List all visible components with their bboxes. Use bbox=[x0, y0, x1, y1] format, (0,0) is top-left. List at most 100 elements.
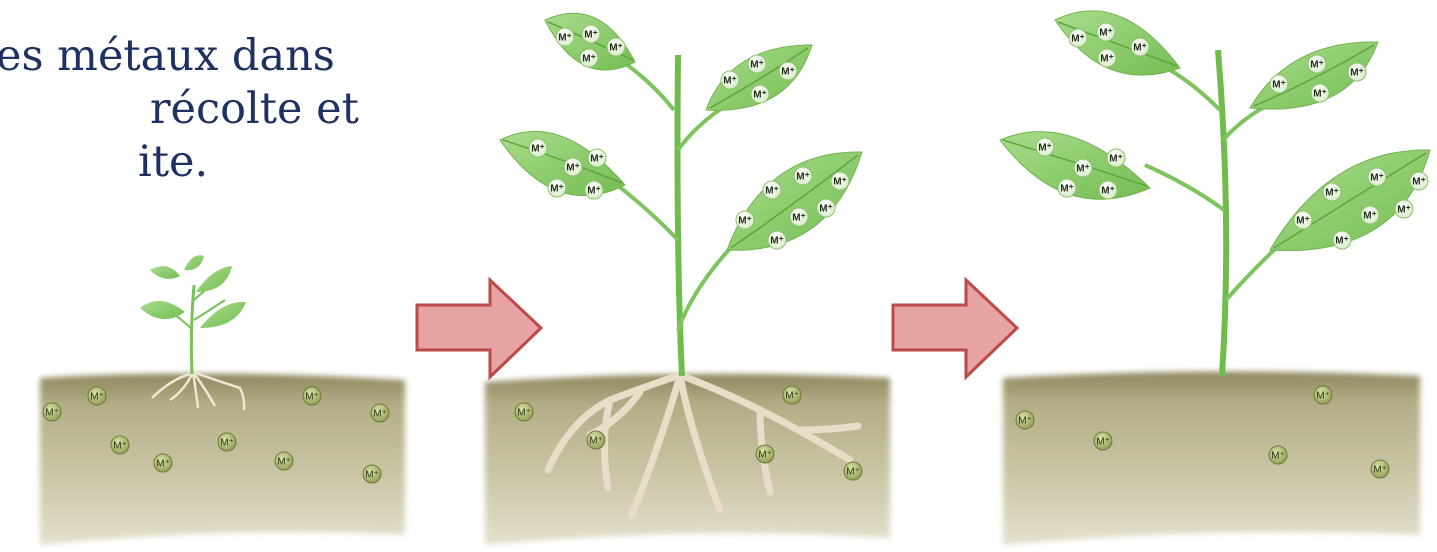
svg-text:M⁺: M⁺ bbox=[1076, 164, 1090, 175]
leaf-metal-ion: M⁺ bbox=[1410, 172, 1428, 190]
soil-metal-ion: M⁺ bbox=[783, 386, 801, 404]
arrow-right-2 bbox=[893, 280, 1017, 377]
soil-block-3 bbox=[1003, 371, 1420, 545]
soil-metal-ion: M⁺ bbox=[371, 404, 389, 422]
svg-text:M⁺: M⁺ bbox=[1310, 60, 1324, 71]
svg-text:M⁺: M⁺ bbox=[1370, 173, 1384, 184]
leaf-metal-ion: M⁺ bbox=[779, 62, 797, 80]
svg-text:M⁺: M⁺ bbox=[531, 144, 545, 155]
svg-text:M⁺: M⁺ bbox=[609, 43, 623, 54]
svg-text:M⁺: M⁺ bbox=[1060, 184, 1074, 195]
leaf-metal-ion: M⁺ bbox=[721, 71, 739, 89]
leaf-metal-ion: M⁺ bbox=[1361, 206, 1379, 224]
svg-text:M⁺: M⁺ bbox=[1350, 68, 1364, 79]
leaf-metal-ion: M⁺ bbox=[588, 149, 606, 167]
svg-text:M⁺: M⁺ bbox=[792, 213, 806, 224]
leaf-metal-ion: M⁺ bbox=[580, 49, 598, 67]
harvest-stem bbox=[1218, 50, 1226, 376]
leaf-metal-ion: M⁺ bbox=[1074, 159, 1092, 177]
leaf-metal-ion: M⁺ bbox=[790, 208, 808, 226]
svg-text:M⁺: M⁺ bbox=[365, 470, 379, 481]
leaf-metal-ion: M⁺ bbox=[1395, 200, 1413, 218]
svg-text:M⁺: M⁺ bbox=[1133, 43, 1147, 54]
leaf-metal-ion: M⁺ bbox=[1311, 84, 1329, 102]
leaf-metal-ion: M⁺ bbox=[1098, 49, 1116, 67]
svg-text:M⁺: M⁺ bbox=[1373, 465, 1387, 476]
svg-text:M⁺: M⁺ bbox=[156, 459, 170, 470]
svg-text:M⁺: M⁺ bbox=[373, 409, 387, 420]
svg-text:M⁺: M⁺ bbox=[1038, 143, 1052, 154]
leaf-metal-ion: M⁺ bbox=[794, 167, 812, 185]
svg-text:M⁺: M⁺ bbox=[587, 186, 601, 197]
soil-metal-ion: M⁺ bbox=[515, 403, 533, 421]
svg-text:M⁺: M⁺ bbox=[846, 467, 860, 478]
svg-text:M⁺: M⁺ bbox=[1397, 205, 1411, 216]
leaf-metal-ion: M⁺ bbox=[582, 25, 600, 43]
leaf-metal-ion: M⁺ bbox=[748, 55, 766, 73]
svg-text:M⁺: M⁺ bbox=[305, 392, 319, 403]
svg-text:M⁺: M⁺ bbox=[566, 163, 580, 174]
leaf-metal-ion: M⁺ bbox=[1348, 63, 1366, 81]
leaf-metal-ion: M⁺ bbox=[607, 38, 625, 56]
stage-harvest-plant bbox=[1000, 11, 1430, 545]
svg-text:M⁺: M⁺ bbox=[1313, 89, 1327, 100]
stage-grown-plant bbox=[485, 13, 890, 545]
arrow-right-1 bbox=[417, 280, 541, 377]
leaf-metal-ion: M⁺ bbox=[548, 179, 566, 197]
soil-metal-ion: M⁺ bbox=[1094, 432, 1112, 450]
svg-text:M⁺: M⁺ bbox=[1272, 80, 1286, 91]
leaf-metal-ion: M⁺ bbox=[1333, 231, 1351, 249]
svg-text:M⁺: M⁺ bbox=[590, 154, 604, 165]
svg-text:M⁺: M⁺ bbox=[277, 457, 291, 468]
svg-text:M⁺: M⁺ bbox=[1101, 186, 1115, 197]
svg-text:M⁺: M⁺ bbox=[558, 33, 572, 44]
soil-metal-ion: M⁺ bbox=[756, 445, 774, 463]
svg-text:M⁺: M⁺ bbox=[1100, 54, 1114, 65]
svg-text:M⁺: M⁺ bbox=[1018, 416, 1032, 427]
leaf-metal-ion: M⁺ bbox=[556, 28, 574, 46]
svg-text:M⁺: M⁺ bbox=[1296, 216, 1310, 227]
svg-text:M⁺: M⁺ bbox=[1363, 211, 1377, 222]
svg-text:M⁺: M⁺ bbox=[589, 436, 603, 447]
leaf-metal-ion: M⁺ bbox=[1099, 181, 1117, 199]
soil-metal-ion: M⁺ bbox=[275, 452, 293, 470]
leaf-metal-ion: M⁺ bbox=[751, 85, 769, 103]
svg-text:M⁺: M⁺ bbox=[770, 236, 784, 247]
svg-text:M⁺: M⁺ bbox=[90, 392, 104, 403]
svg-text:M⁺: M⁺ bbox=[758, 450, 772, 461]
soil-metal-ion: M⁺ bbox=[1016, 411, 1034, 429]
svg-text:M⁺: M⁺ bbox=[1316, 391, 1330, 402]
leaf-metal-ion: M⁺ bbox=[1058, 179, 1076, 197]
soil-metal-ion: M⁺ bbox=[303, 387, 321, 405]
soil-metal-ion: M⁺ bbox=[43, 403, 61, 421]
svg-text:M⁺: M⁺ bbox=[1109, 154, 1123, 165]
leaf-metal-ion: M⁺ bbox=[1308, 55, 1326, 73]
leaf-metal-ion: M⁺ bbox=[1368, 168, 1386, 186]
soil-metal-ion: M⁺ bbox=[844, 462, 862, 480]
leaf-metal-ion: M⁺ bbox=[564, 158, 582, 176]
leaf-metal-ion: M⁺ bbox=[1107, 149, 1125, 167]
svg-text:M⁺: M⁺ bbox=[1335, 236, 1349, 247]
svg-text:M⁺: M⁺ bbox=[582, 54, 596, 65]
svg-text:M⁺: M⁺ bbox=[1099, 28, 1113, 39]
soil-metal-ion: M⁺ bbox=[88, 387, 106, 405]
leaf-metal-ion: M⁺ bbox=[736, 211, 754, 229]
leaf-metal-ion: M⁺ bbox=[529, 139, 547, 157]
svg-text:M⁺: M⁺ bbox=[1412, 177, 1426, 188]
soil-metal-ion: M⁺ bbox=[154, 454, 172, 472]
svg-text:M⁺: M⁺ bbox=[750, 60, 764, 71]
svg-text:M⁺: M⁺ bbox=[1096, 437, 1110, 448]
leaf-metal-ion: M⁺ bbox=[1036, 138, 1054, 156]
leaf-metal-ion: M⁺ bbox=[1270, 75, 1288, 93]
leaf-metal-ion: M⁺ bbox=[763, 181, 781, 199]
leaf-metal-ion: M⁺ bbox=[1323, 183, 1341, 201]
leaf-metal-ion: M⁺ bbox=[817, 199, 835, 217]
soil-metal-ion: M⁺ bbox=[587, 431, 605, 449]
leaf-metal-ion: M⁺ bbox=[1097, 23, 1115, 41]
leaf-metal-ion: M⁺ bbox=[831, 172, 849, 190]
svg-text:M⁺: M⁺ bbox=[738, 216, 752, 227]
svg-text:M⁺: M⁺ bbox=[781, 67, 795, 78]
svg-text:M⁺: M⁺ bbox=[1071, 34, 1085, 45]
svg-text:M⁺: M⁺ bbox=[819, 204, 833, 215]
